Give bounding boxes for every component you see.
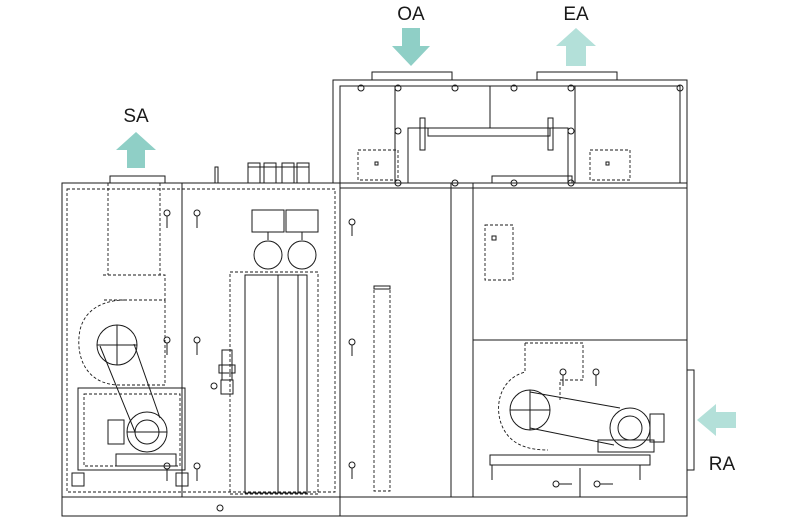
ra-arrow-left-icon (697, 404, 736, 436)
ea-airflow: EA (556, 4, 596, 66)
door-handle-icon (163, 209, 201, 481)
door-handle-icon (552, 368, 613, 488)
ea-label: EA (563, 4, 589, 25)
ea-arrow-up-icon (556, 28, 596, 66)
return-fan-section (472, 182, 695, 498)
sa-arrow-up-icon (116, 132, 156, 168)
oa-label: OA (397, 4, 425, 25)
sa-airflow: SA (116, 106, 156, 168)
oa-airflow: OA (392, 4, 430, 66)
oa-arrow-down-icon (392, 28, 430, 66)
sa-label: SA (123, 106, 149, 127)
door-handle-icon (348, 218, 356, 479)
ra-airflow: RA (697, 404, 736, 475)
coil-section (210, 162, 319, 495)
supply-fan-section (61, 175, 341, 498)
damper-section (332, 71, 688, 189)
ra-label: RA (709, 454, 736, 475)
base-frame (61, 496, 688, 517)
filter-section (339, 182, 474, 498)
